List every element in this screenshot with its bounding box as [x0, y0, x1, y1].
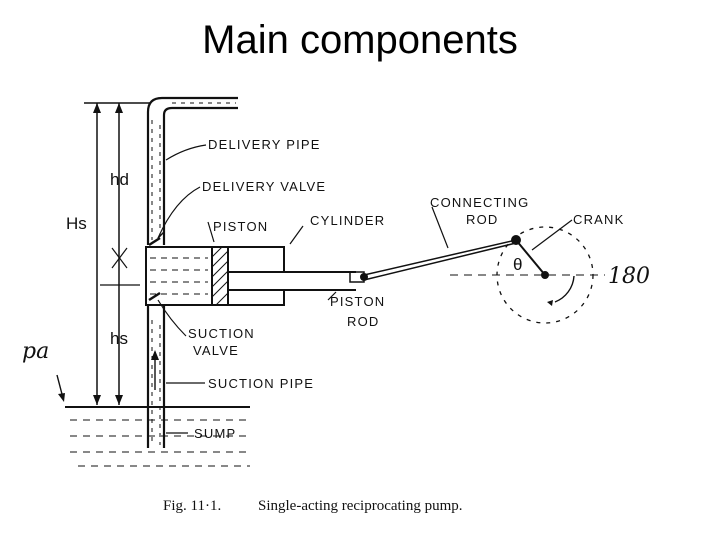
suction-pipe — [146, 305, 166, 448]
label-piston-rod-line2: ROD — [347, 314, 380, 329]
crank — [450, 226, 605, 324]
slide-title: Main components — [202, 18, 518, 62]
delivery-pipe — [146, 96, 238, 245]
hd-hs-dimension — [100, 103, 140, 405]
label-delivery-valve: DELIVERY VALVE — [202, 179, 326, 194]
label-suction-pipe: SUCTION PIPE — [208, 376, 314, 391]
label-crank: CRANK — [573, 212, 625, 227]
hs-total-dimension — [84, 102, 150, 405]
sump — [65, 406, 250, 467]
label-cylinder: CYLINDER — [310, 213, 385, 228]
piston-rod — [228, 271, 368, 291]
symbol-hs-total: Hs — [66, 214, 87, 233]
symbol-hs-suction: hs — [110, 329, 128, 348]
piston — [211, 246, 229, 306]
figure-number: Fig. 11·1. — [163, 498, 221, 514]
label-connecting-rod-line2: ROD — [466, 212, 499, 227]
suction-valve — [148, 291, 161, 302]
handwritten-pa: pa — [22, 339, 49, 364]
connecting-rod — [363, 239, 517, 281]
label-suction-valve-line2: VALVE — [193, 343, 239, 358]
handwritten-angle: 180 — [608, 264, 650, 289]
label-connecting-rod-line1: CONNECTING — [430, 195, 529, 210]
symbol-hd: hd — [110, 170, 129, 189]
cylinder — [212, 246, 285, 306]
delivery-valve — [148, 231, 165, 247]
label-piston-rod-line1: PISTON — [330, 294, 385, 309]
label-delivery-pipe: DELIVERY PIPE — [208, 137, 321, 152]
label-suction-valve-line1: SUCTION — [188, 326, 255, 341]
label-sump: SUMP — [194, 426, 236, 441]
leader-lines — [56, 144, 573, 434]
label-piston: PISTON — [213, 219, 268, 234]
symbol-theta: θ — [513, 255, 522, 274]
figure-caption: Single-acting reciprocating pump. — [258, 498, 463, 514]
